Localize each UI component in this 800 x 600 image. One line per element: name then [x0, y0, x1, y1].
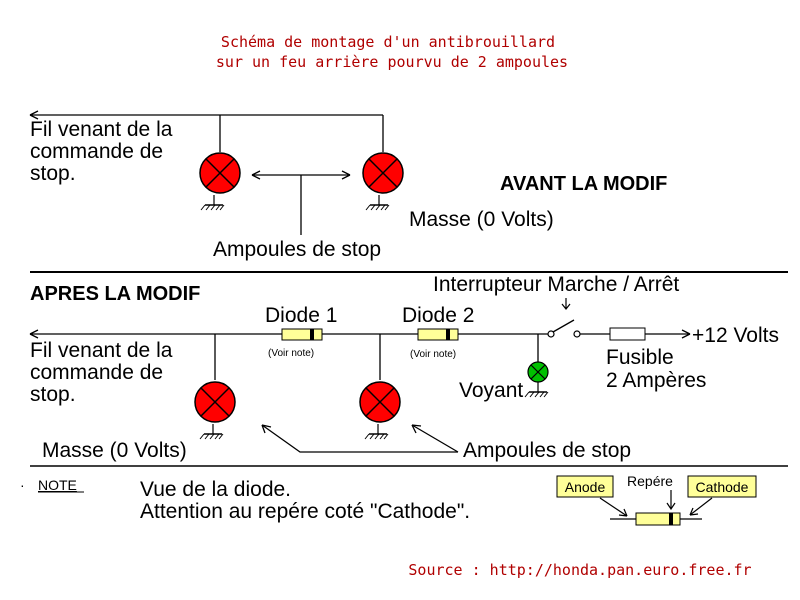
ground-icon	[200, 194, 225, 211]
note-label: NOTE	[38, 477, 77, 493]
indicator-label: Voyant	[459, 379, 523, 402]
ground-icon	[365, 194, 390, 211]
ground-icon	[524, 381, 549, 398]
anode-label-box	[556, 475, 614, 498]
anode-label: Anode	[565, 479, 606, 495]
diode-sample-band	[669, 513, 673, 525]
diode-sample	[635, 512, 681, 526]
after-lamps-label: Ampoules de stop	[463, 439, 631, 462]
cathode-label-box	[687, 475, 757, 498]
before-wire-label-3: stop.	[30, 162, 76, 185]
note-line-2: Attention au repére coté "Cathode".	[140, 500, 470, 523]
diode-2-label: Diode 2	[402, 304, 474, 327]
arrow-down-icon	[666, 502, 676, 511]
diode-2-note: (Voir note)	[410, 349, 456, 360]
before-wire-label-1: Fil venant de la	[30, 118, 173, 141]
title-line-2: sur un feu arrière pourvu de 2 ampoules	[216, 53, 568, 71]
switch-contact	[547, 330, 555, 338]
before-section: Fil venant de la commande de stop. AVANT…	[29, 110, 667, 261]
before-wire-label-2: commande de	[30, 140, 163, 163]
title-line-1: Schéma de montage d'un antibrouillard	[221, 33, 555, 51]
arrowhead-icon	[29, 329, 39, 339]
diode-1-band	[310, 329, 314, 340]
diode-1-note: (Voir note)	[268, 348, 314, 359]
repere-label: Repére	[627, 473, 673, 489]
cathode-label: Cathode	[696, 479, 749, 495]
before-heading: AVANT LA MODIF	[500, 173, 667, 195]
switch-label: Interrupteur Marche / Arrêt	[433, 273, 679, 296]
diode-1	[281, 328, 323, 341]
after-wire-label-3: stop.	[30, 383, 76, 406]
fuse	[609, 327, 646, 341]
fuse-label-2: 2 Ampères	[606, 369, 706, 392]
diode-2	[417, 328, 459, 341]
diode-1-label: Diode 1	[265, 304, 337, 327]
arrow-down-icon	[561, 298, 571, 310]
after-wire-label-1: Fil venant de la	[30, 339, 173, 362]
ground-icon	[199, 423, 224, 440]
after-section: APRES LA MODIF Interrupteur Marche / Arr…	[29, 273, 779, 462]
stop-lamp-before-left	[199, 152, 241, 194]
arrowhead-icon	[681, 329, 691, 339]
after-wire-label-2: commande de	[30, 361, 163, 384]
switch-contact	[573, 330, 581, 338]
note-section: · NOTE Vue de la diode. Attention au rep…	[20, 473, 757, 526]
fuse-label-1: Fusible	[606, 346, 674, 369]
note-bullet: ·	[20, 477, 25, 493]
after-ground-label: Masse (0 Volts)	[42, 439, 187, 462]
diode-2-band	[446, 329, 450, 340]
after-heading: APRES LA MODIF	[30, 283, 200, 305]
before-lamps-label: Ampoules de stop	[213, 238, 381, 261]
before-ground-label: Masse (0 Volts)	[409, 208, 554, 231]
stop-lamp-after-right	[359, 381, 401, 423]
source-credit: Source : http://honda.pan.euro.free.fr	[408, 561, 751, 579]
ground-icon	[364, 423, 389, 440]
stop-lamp-before-right	[362, 152, 404, 194]
note-line-1: Vue de la diode.	[140, 478, 291, 501]
arrowhead-icon	[29, 110, 39, 120]
supply-label: +12 Volts	[692, 324, 779, 347]
switch-lever	[552, 319, 575, 333]
stop-lamp-after-left	[194, 381, 236, 423]
